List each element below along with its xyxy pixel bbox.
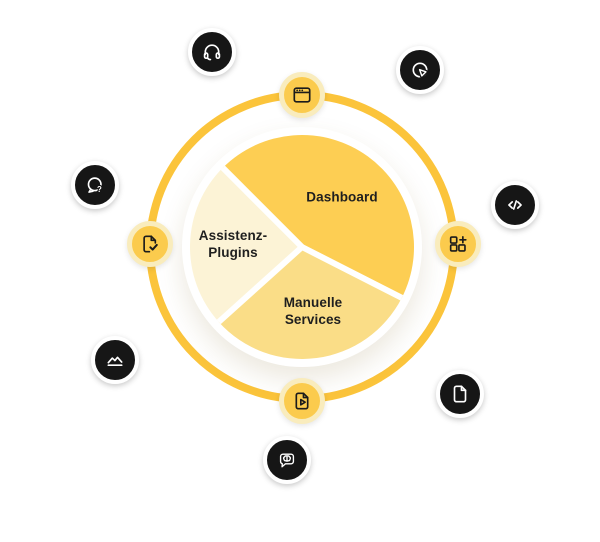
trend-chart-icon	[107, 356, 123, 367]
pie-label-manuelle-services: Manuelle Services	[284, 294, 343, 328]
pie-label-line: Manuelle	[283, 295, 343, 310]
orbit-node-brain-chat	[263, 436, 311, 484]
video-document-icon	[295, 392, 309, 410]
orbit-node-click-target	[396, 46, 444, 94]
headset-icon	[203, 44, 221, 61]
pie-label-line: Plugins	[208, 245, 258, 260]
svg-text:?: ?	[97, 185, 102, 194]
ring-node-add-widget	[435, 221, 481, 267]
pie-slice-gap	[220, 165, 305, 250]
pie-disc	[182, 127, 422, 367]
pie-label-line: Assistenz-	[198, 228, 268, 243]
browser-window-icon	[293, 87, 311, 103]
add-widget-icon	[449, 236, 467, 252]
pie-slice-assistenz-plugins	[189, 167, 302, 322]
brain-chat-icon	[279, 453, 295, 468]
pie-label-line: Services	[284, 312, 342, 327]
orbit-node-trend-chart	[91, 336, 139, 384]
ring-node-browser	[279, 72, 325, 118]
pie-label-assistenz-plugins: Assistenz- Plugins	[199, 227, 268, 261]
pie-label-dashboard: Dashboard	[306, 189, 377, 206]
ring-node-document-check	[127, 221, 173, 267]
orbit-node-file	[436, 370, 484, 418]
ring-node-video-document	[279, 378, 325, 424]
chat-question-icon: ?	[87, 177, 103, 195]
pie-label-line: Dashboard	[306, 189, 378, 205]
file-icon	[453, 385, 467, 403]
pie-slice-gap	[216, 244, 305, 325]
pie-slice-dashboard	[222, 134, 415, 298]
orbit-node-headset	[188, 28, 236, 76]
click-target-icon	[412, 62, 428, 78]
pie-slice-gap	[300, 244, 404, 301]
orbit-node-code	[491, 181, 539, 229]
document-check-icon	[143, 235, 158, 253]
orbit-node-chat-question: ?	[71, 161, 119, 209]
code-icon	[508, 200, 522, 210]
pie-chart	[189, 134, 415, 359]
